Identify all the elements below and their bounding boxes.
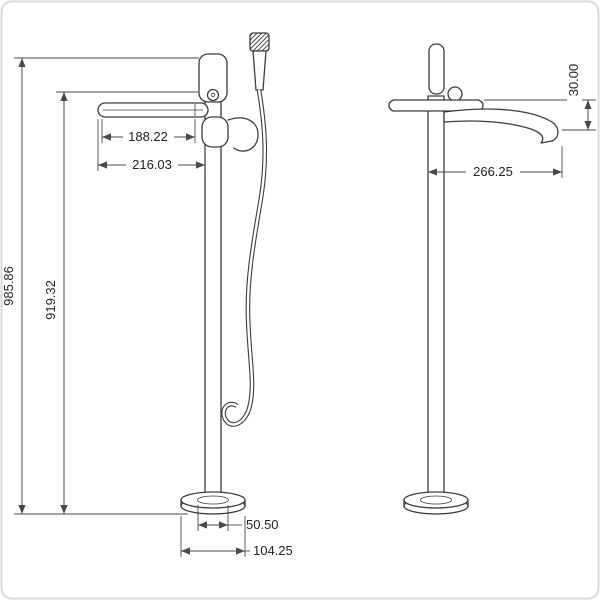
- handshower-holder-hook: [227, 117, 259, 152]
- side-riser-column: [427, 95, 445, 505]
- front-riser-column: [204, 95, 222, 505]
- dim-drop-bg: [567, 58, 582, 102]
- front-base-flange: [180, 491, 246, 509]
- dim-spout-outer-label: 216.03: [132, 157, 172, 172]
- front-diverter-button-dot: [210, 92, 216, 98]
- handshower-head: [249, 32, 270, 52]
- front-base-inner-ring: [197, 495, 229, 505]
- side-handle-lever: [428, 43, 445, 95]
- dim-riser-height-label: 919.32: [43, 280, 58, 320]
- dim-spout-inner-bg: [123, 129, 174, 145]
- dim-reach-bg: [466, 164, 520, 180]
- side-holder-knob: [447, 86, 463, 102]
- dim-base-inner-label: 50.50: [246, 517, 279, 532]
- side-base-flange: [403, 491, 469, 509]
- front-lower-body: [201, 116, 229, 148]
- front-mixer-head: [198, 53, 228, 103]
- shower-hose-core: [222, 89, 266, 426]
- dim-drop-label: 30.00: [566, 64, 581, 97]
- dim-spout-inner-label: 188.22: [128, 129, 168, 144]
- dim-reach-label: 266.25: [473, 164, 513, 179]
- dim-base-outer-label: 104.25: [253, 543, 293, 558]
- side-view: [388, 43, 559, 515]
- dim-spout-outer-bg: [126, 157, 178, 173]
- side-deck-plate: [388, 99, 484, 112]
- dim-total-height-label: 985.86: [1, 266, 16, 306]
- front-diverter-button: [206, 88, 220, 102]
- side-spout: [443, 108, 559, 144]
- front-view: [97, 32, 270, 515]
- side-base-inner-ring: [420, 495, 452, 505]
- dimension-annotations: 985.86 919.32 188.22 216.03 30.00 266.25: [1, 57, 596, 558]
- handshower-handle: [252, 50, 267, 91]
